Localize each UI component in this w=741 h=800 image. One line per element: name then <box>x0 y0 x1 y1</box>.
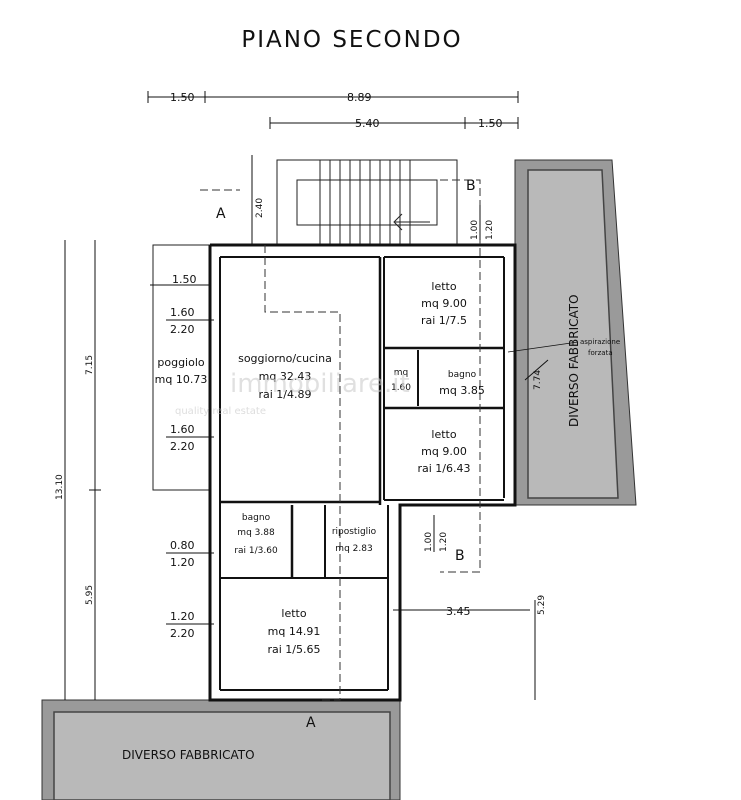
dim-top-left: 1.50 <box>170 91 195 104</box>
neighbor-building-bottom <box>41 699 401 800</box>
svg-text:mq 14.91: mq 14.91 <box>268 625 321 638</box>
svg-text:1.60: 1.60 <box>170 423 195 436</box>
svg-text:aspirazione: aspirazione <box>580 338 620 346</box>
svg-text:mq 3.88: mq 3.88 <box>237 528 275 538</box>
window-dims-bedroom: 1.20 2.20 <box>166 610 214 640</box>
dim-left-total: 13.10 <box>55 474 65 500</box>
window-dims-bathroom: 0.80 1.20 <box>166 539 214 569</box>
svg-text:mq 3.85: mq 3.85 <box>439 384 485 397</box>
svg-text:rai 1/7.5: rai 1/7.5 <box>421 314 467 327</box>
section-label-b-top: B <box>466 178 476 194</box>
svg-text:forzata: forzata <box>588 349 613 357</box>
watermark-brand: immobiliare.it <box>230 369 410 399</box>
svg-text:rai 1/3.60: rai 1/3.60 <box>234 546 278 556</box>
room-bedroom-bottom: letto mq 14.91 rai 1/5.65 <box>267 607 320 656</box>
dim-left-lower: 5.95 <box>85 585 95 605</box>
section-line-a <box>200 189 341 701</box>
svg-text:1.60: 1.60 <box>170 306 195 319</box>
dim-right-total: 7.74 <box>533 370 543 390</box>
dim-left-upper: 7.15 <box>85 355 95 375</box>
svg-text:mq 10.73: mq 10.73 <box>155 373 208 386</box>
window-dims-balcony-lower: 1.60 2.20 <box>166 423 214 453</box>
window-dims-top-right: 1.00 1.20 <box>470 205 495 240</box>
svg-text:1.00: 1.00 <box>424 532 434 552</box>
section-label-a-top: A <box>216 206 226 222</box>
dim-stair: 2.40 <box>255 198 265 218</box>
svg-text:poggiolo: poggiolo <box>157 356 205 369</box>
section-line-b <box>440 179 481 573</box>
svg-text:1.20: 1.20 <box>170 610 195 623</box>
dim-top-right: 1.50 <box>478 117 503 130</box>
dim-top-mid: 5.40 <box>355 117 380 130</box>
room-bedroom-middle: letto mq 9.00 rai 1/6.43 <box>417 428 470 475</box>
dim-balcony-width: 1.50 <box>172 273 197 286</box>
ventilation-note: aspirazione forzata <box>507 338 620 357</box>
svg-text:1.20: 1.20 <box>485 220 495 240</box>
svg-text:mq 2.83: mq 2.83 <box>335 544 372 554</box>
room-small-closet: mq 1.60 <box>391 368 411 393</box>
plan-title: PIANO SECONDO <box>241 27 462 53</box>
svg-text:1.60: 1.60 <box>391 383 411 393</box>
svg-text:letto: letto <box>431 428 456 441</box>
section-label-a-bottom: A <box>306 715 316 731</box>
svg-text:rai 1/5.65: rai 1/5.65 <box>267 643 320 656</box>
svg-text:1.20: 1.20 <box>170 556 195 569</box>
room-balcony: poggiolo mq 10.73 <box>155 356 208 386</box>
svg-text:mq 9.00: mq 9.00 <box>421 297 467 310</box>
svg-text:letto: letto <box>281 607 306 620</box>
svg-text:letto: letto <box>431 280 456 293</box>
neighbor-label-bottom: DIVERSO FABBRICATO <box>122 748 255 762</box>
window-dims-balcony-upper: 1.60 2.20 <box>166 306 214 336</box>
neighbor-building-right <box>514 159 637 506</box>
room-bedroom-top: letto mq 9.00 rai 1/7.5 <box>421 280 467 327</box>
svg-text:rai 1/6.43: rai 1/6.43 <box>417 462 470 475</box>
staircase <box>276 159 458 246</box>
apartment-walls <box>208 243 517 702</box>
room-storage: ripostiglio mq 2.83 <box>332 527 377 554</box>
room-bathroom-left: bagno mq 3.88 rai 1/3.60 <box>234 513 278 556</box>
svg-text:mq: mq <box>394 368 408 378</box>
dim-right-lower: 5.29 <box>537 595 547 615</box>
dimension-lines <box>64 91 549 700</box>
svg-text:0.80: 0.80 <box>170 539 195 552</box>
svg-text:soggiorno/cucina: soggiorno/cucina <box>238 352 332 365</box>
room-bathroom-right: bagno mq 3.85 <box>439 370 485 397</box>
svg-text:bagno: bagno <box>242 513 271 523</box>
section-label-b-bottom: B <box>455 548 465 564</box>
svg-text:mq 9.00: mq 9.00 <box>421 445 467 458</box>
window-dims-bottom-right: 1.00 1.20 <box>424 515 449 552</box>
svg-text:2.20: 2.20 <box>170 440 195 453</box>
watermark-tagline: quality real estate <box>175 406 266 417</box>
svg-text:ripostiglio: ripostiglio <box>332 527 377 537</box>
svg-text:mq 32.43: mq 32.43 <box>259 370 312 383</box>
svg-text:1.20: 1.20 <box>439 532 449 552</box>
room-living-kitchen: soggiorno/cucina mq 32.43 rai 1/4.89 <box>238 352 332 401</box>
dim-top-total: 8.89 <box>347 91 372 104</box>
neighbor-label-right: DIVERSO FABBRICATO <box>567 294 581 427</box>
svg-text:2.20: 2.20 <box>170 323 195 336</box>
svg-text:rai 1/4.89: rai 1/4.89 <box>258 388 311 401</box>
svg-text:2.20: 2.20 <box>170 627 195 640</box>
svg-text:1.00: 1.00 <box>470 220 480 240</box>
svg-text:bagno: bagno <box>448 370 477 380</box>
dim-step: 3.45 <box>446 605 471 618</box>
